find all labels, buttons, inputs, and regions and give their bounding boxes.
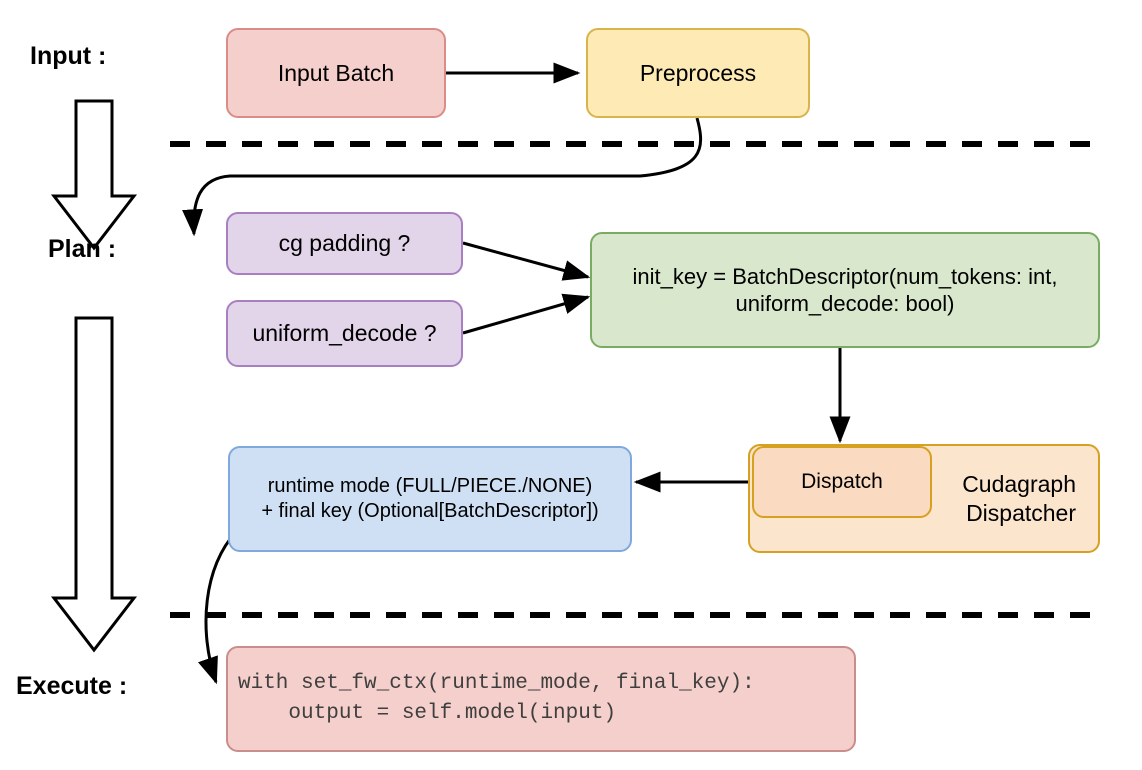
code-line-1: with set_fw_ctx(runtime_mode, final_key)… [238, 671, 755, 695]
node-uniform-decode-label: uniform_decode ? [252, 320, 437, 347]
code-line-2: output = self.model(input) [238, 702, 617, 725]
node-cudagraph-dispatcher-line1: Cudagraph [962, 471, 1076, 498]
node-cg-padding-label: cg padding ? [278, 230, 411, 257]
node-code-block[interactable]: with set_fw_ctx(runtime_mode, final_key)… [226, 646, 856, 752]
stage-label-execute: Execute : [16, 672, 128, 700]
stage-label-plan: Plan : [48, 235, 117, 263]
node-runtime-mode-line1: runtime mode (FULL/PIECE./NONE) [267, 475, 593, 497]
node-uniform-decode[interactable]: uniform_decode ? [226, 300, 463, 367]
node-dispatch-label: Dispatch [801, 469, 883, 493]
node-preprocess[interactable]: Preprocess [586, 28, 810, 118]
node-cudagraph-dispatcher-line2: Dispatcher [966, 499, 1076, 526]
node-batch-descriptor[interactable]: init_key = BatchDescriptor(num_tokens: i… [590, 232, 1100, 348]
plan-to-execute-arrow [50, 316, 138, 653]
arrow-runtime-mode-to-code [198, 530, 238, 685]
node-input-batch-label: Input Batch [277, 59, 395, 86]
node-runtime-mode[interactable]: runtime mode (FULL/PIECE./NONE) + final … [228, 446, 632, 552]
node-dispatch[interactable]: Dispatch [752, 446, 932, 518]
node-batch-descriptor-line2: uniform_decode: bool) [735, 291, 955, 316]
node-cg-padding[interactable]: cg padding ? [226, 212, 463, 275]
node-batch-descriptor-line1: init_key = BatchDescriptor(num_tokens: i… [632, 263, 1058, 289]
node-input-batch[interactable]: Input Batch [226, 28, 446, 118]
node-preprocess-label: Preprocess [639, 59, 757, 86]
arrow-cg-padding-to-batch-descriptor [462, 241, 591, 281]
input-to-plan-arrow [50, 99, 138, 251]
arrow-preprocess-to-cg-padding [182, 117, 703, 237]
node-runtime-mode-line2: + final key (Optional[BatchDescriptor]) [261, 500, 599, 522]
arrow-uniform-decode-to-batch-descriptor [462, 293, 591, 335]
stage-label-input: Input : [30, 42, 107, 70]
